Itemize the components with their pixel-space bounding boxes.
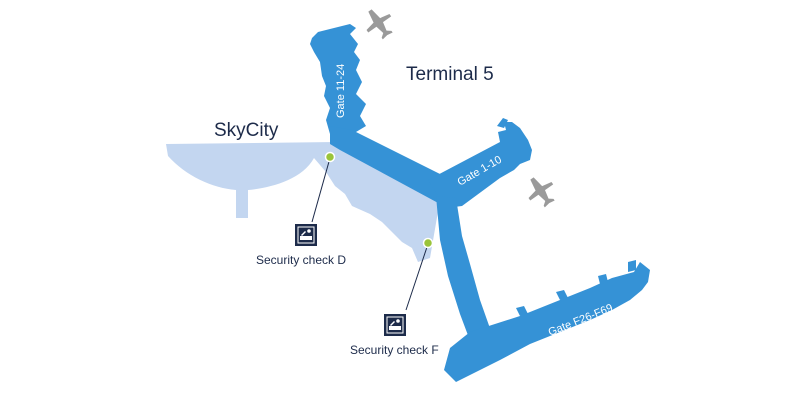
terminal-5-building: [310, 24, 650, 382]
airplane-icon: [366, 9, 393, 40]
security-check-d: Security check D: [256, 151, 346, 267]
location-marker: [422, 237, 434, 249]
terminal-label: Terminal 5: [406, 64, 494, 85]
security-check-icon: [295, 224, 317, 246]
security-check-f: Security check F: [350, 237, 439, 357]
skycity-label: SkyCity: [214, 120, 279, 141]
security-label-d: Security check D: [256, 253, 346, 267]
location-marker: [324, 151, 336, 163]
security-check-icon: [384, 314, 406, 336]
security-label-f: Security check F: [350, 343, 439, 357]
leader-line: [405, 243, 429, 311]
skycity-building: [166, 142, 440, 262]
gate-label-north: Gate 11-24: [335, 64, 347, 118]
leader-line: [311, 157, 331, 223]
airplane-icon: [528, 177, 555, 208]
